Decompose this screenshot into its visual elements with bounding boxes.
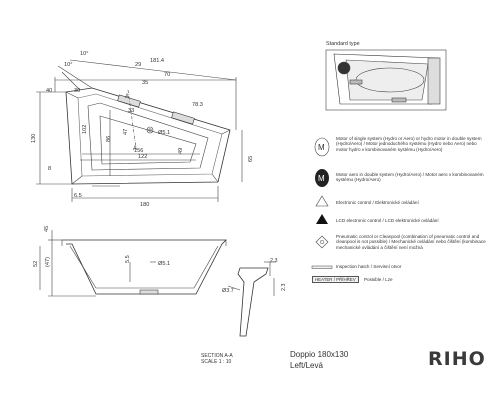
- heater-row: HEATER / PŘÍHŘEV Possible / Lze: [312, 276, 482, 284]
- section-mark-a-bottom: A: [133, 146, 137, 152]
- dim-65: 65: [248, 156, 254, 162]
- riho-logo: RIHO: [428, 348, 486, 370]
- dim-47: 47: [123, 129, 129, 135]
- triangle-outline-icon: [315, 195, 329, 207]
- dim-180: 180: [140, 202, 149, 208]
- product-title: Doppio 180x130 Left/Levá: [290, 350, 348, 370]
- dim-foot-2-3-side: 2.3: [281, 284, 287, 292]
- standard-type-drawing: [325, 49, 447, 111]
- dim-foot-2-3-top: 2.3: [270, 258, 278, 264]
- legend-text-motor-aero: Motor aero in double system (Hydro/Aero)…: [336, 172, 484, 183]
- section-line1: SECTION A-A: [201, 353, 233, 359]
- dim-30: 30: [74, 88, 80, 94]
- section-line2: SCALE 1 : 10: [201, 359, 232, 365]
- dim-8: 8: [48, 166, 51, 172]
- dim-86: 86: [106, 136, 112, 142]
- section-view-drawing: [39, 230, 227, 297]
- motor-aero-icon: M: [315, 169, 329, 187]
- legend-text-electronic-control: Electronic control / Elektronické ovládá…: [336, 200, 419, 205]
- inspection-hatch-icon: [311, 265, 333, 269]
- standard-type-label: Standard type: [326, 41, 360, 47]
- foot-detail-drawing: [227, 261, 276, 337]
- dim-122: 122: [138, 154, 147, 160]
- dim-5-5: 5.5: [125, 255, 131, 263]
- dim-181-4: 181.4: [150, 58, 164, 64]
- legend-icons: M M: [311, 137, 333, 269]
- legend-text-pneumatic-control: Pneumatic control or Cleanpool (combinat…: [336, 234, 486, 250]
- dim-47-paren: (47): [45, 257, 51, 267]
- dim-foot-dia-3-7: Ø3.7: [222, 288, 234, 294]
- dim-dia-5-1-top: Ø5.1: [158, 130, 170, 136]
- dim-10-deg-b: 10°: [64, 62, 72, 68]
- dim-70: 70: [164, 72, 170, 78]
- dim-52: 52: [33, 261, 39, 267]
- dim-10-deg-a: 10°: [80, 51, 88, 57]
- triangle-filled-icon: [316, 214, 328, 224]
- dim-130: 130: [31, 134, 37, 143]
- heater-badge: HEATER / PŘÍHŘEV: [312, 276, 359, 284]
- dim-33: 33: [128, 108, 134, 114]
- dim-102: 102: [82, 125, 88, 134]
- dim-dia-5-1-section: Ø5.1: [158, 261, 170, 267]
- dim-35: 35: [142, 80, 148, 86]
- section-label: SECTION A-A SCALE 1 : 10: [201, 353, 233, 365]
- motor-single-icon: M: [314, 137, 330, 157]
- svg-text:M: M: [318, 143, 325, 152]
- dim-49: 49: [178, 148, 184, 154]
- dim-40: 40: [46, 88, 52, 94]
- svg-text:M: M: [318, 174, 325, 183]
- product-name: Doppio 180x130: [290, 350, 349, 359]
- legend-text-lcd-control: LCD electronic control / LCD elektronick…: [336, 218, 439, 223]
- dim-6-5: 6.5: [74, 193, 82, 199]
- dim-78-3: 78.3: [192, 102, 203, 108]
- heater-text: Possible / Lze: [363, 277, 393, 282]
- dim-45: 45: [44, 226, 50, 232]
- diamond-icon: [315, 235, 329, 249]
- dim-156: 156: [134, 148, 143, 154]
- product-orientation: Left/Levá: [290, 361, 323, 370]
- legend-text-motor-single: Motor of single system (Hydro or Aero) o…: [336, 136, 482, 152]
- section-mark-a-top: A: [125, 94, 129, 100]
- legend-text-inspection-hatch: Inspection hatch / Servisní otvor: [336, 264, 402, 269]
- dim-29: 29: [135, 62, 141, 68]
- top-view-drawing: [36, 59, 243, 202]
